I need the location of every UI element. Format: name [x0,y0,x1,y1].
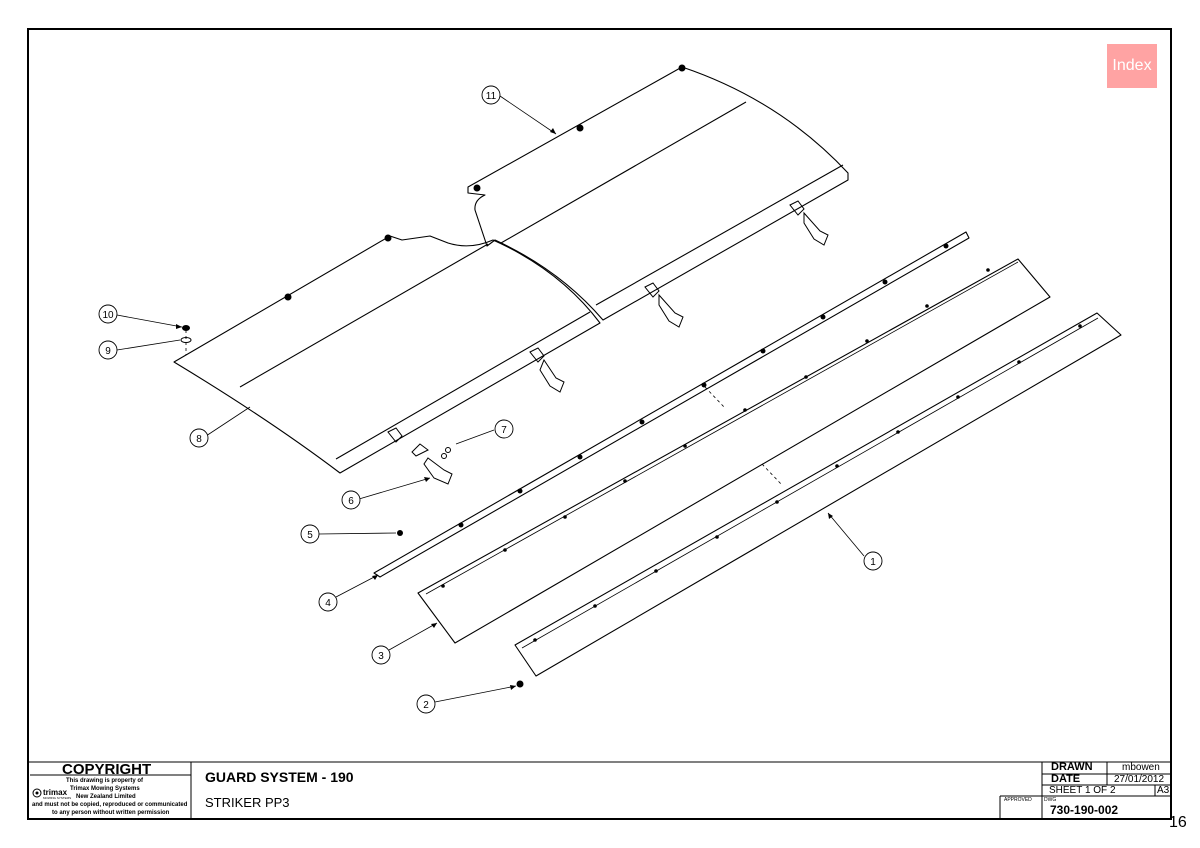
balloon-9-label: 9 [105,346,111,357]
part-3-fold [425,261,1019,595]
balloon-4-label: 4 [325,598,331,609]
balloon-3 [371,645,391,665]
part-11-bend-line [595,164,844,306]
latch [387,427,453,485]
page-number: 16 [1169,814,1187,831]
balloon-1 [863,551,883,571]
balloon-8 [189,428,209,448]
index-button[interactable]: Index [1107,44,1157,88]
balloon-7 [494,419,514,439]
drawn-value: mbowen [1122,762,1160,773]
date-label: DATE [1051,773,1081,785]
part-8-cover [173,235,601,474]
balloon-5-label: 5 [307,530,313,541]
copyright-line: This drawing is property of [66,778,144,784]
drawn-label: DRAWN [1051,761,1093,773]
copyright-line: and must not be copied, reproduced or co… [32,802,188,808]
balloon-11-label: 11 [486,91,497,102]
balloon-2 [416,694,436,714]
part-11-cover [467,66,849,321]
latch [529,347,565,393]
balloon-7-label: 7 [501,425,507,436]
copyright-heading: COPYRIGHT [62,761,152,778]
balloon-1-label: 1 [870,557,876,568]
dwg-label: DWG [1044,797,1057,803]
approved-label: APPROVED [1004,797,1032,803]
balloon-6 [341,490,361,510]
balloon-11 [481,85,501,105]
drawing-border [27,28,1172,820]
latch [789,200,829,246]
balloon-4 [318,592,338,612]
dwg-number: 730-190-002 [1050,803,1119,817]
sheet-number: SHEET 1 OF 2 [1049,785,1116,796]
drawing-subtitle: STRIKER PP3 [205,795,290,810]
part-4-strip [373,231,970,578]
part-8-bend-line [239,243,489,388]
latch [644,282,684,328]
balloon-3-label: 3 [378,651,384,662]
date-value: 27/01/2012 [1114,774,1165,785]
copyright-line: Trimax Mowing Systems [70,786,140,792]
part-1-guard [514,312,1122,677]
copyright-line: New Zealand Limited [76,794,136,800]
copyright-line: to any person without written permission [52,810,170,816]
balloon-6-label: 6 [348,496,354,507]
logo-text: trimax [43,788,68,797]
balloon-5 [300,524,320,544]
sheet-size: A3 [1157,785,1170,796]
balloon-10 [98,304,118,324]
part-3-guard [417,258,1051,644]
drawing-title: GUARD SYSTEM - 190 [205,769,354,785]
balloon-10-label: 10 [102,310,114,321]
logo-subtext: MOWING SYSTEMS [43,796,72,800]
part-8-bend-line [335,311,591,460]
balloon-2-label: 2 [423,700,429,711]
part-11-bend-line [500,101,747,244]
balloon-8-label: 8 [196,434,202,445]
balloon-9 [98,340,118,360]
part-1-fold [521,317,1099,649]
trimax-logo-icon [32,788,42,798]
